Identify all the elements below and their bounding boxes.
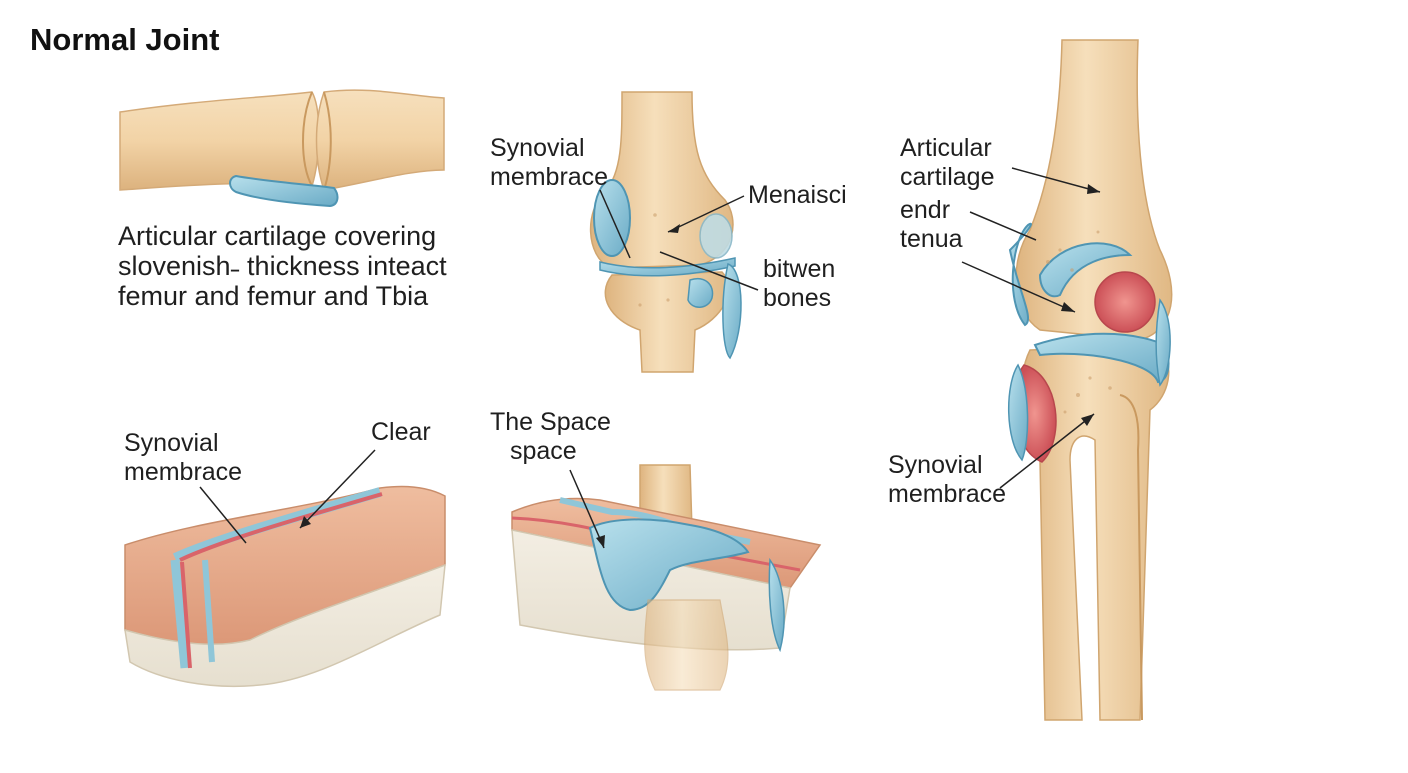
texture-dots: [638, 213, 1112, 414]
tissue-block-mid-drawing: [511, 464, 822, 691]
knee-side-drawing: [961, 39, 1173, 721]
label-articular-cartilage: Articular cartilage: [900, 134, 995, 191]
label-knee-side-synovial: Synovial membrace: [888, 451, 1007, 508]
description-line: Articular cartilage covering: [118, 221, 437, 251]
knee-front-drawing: [589, 91, 759, 373]
label-clear: Clear: [371, 418, 431, 446]
label-menisci: Menaisci: [748, 181, 847, 209]
label-space: The Space space: [490, 408, 611, 465]
description: Articular cartilage covering slovenish˗ …: [118, 221, 447, 311]
label-knee-front-synovial: Synovial membrace: [490, 134, 609, 191]
tissue-block-left-drawing: [124, 449, 446, 688]
label-endr-tenua: endr tenua: [900, 196, 963, 253]
label-block-synovial: Synovial membrace: [124, 429, 243, 486]
label-between-bones: bitwen bones: [763, 255, 836, 312]
description-line: slovenish˗ thickness inteact: [118, 251, 447, 281]
horizontal-joint-drawing: [119, 89, 445, 208]
description-line: femur and femur and Tbia: [118, 281, 429, 311]
page-title: Normal Joint: [30, 22, 220, 57]
